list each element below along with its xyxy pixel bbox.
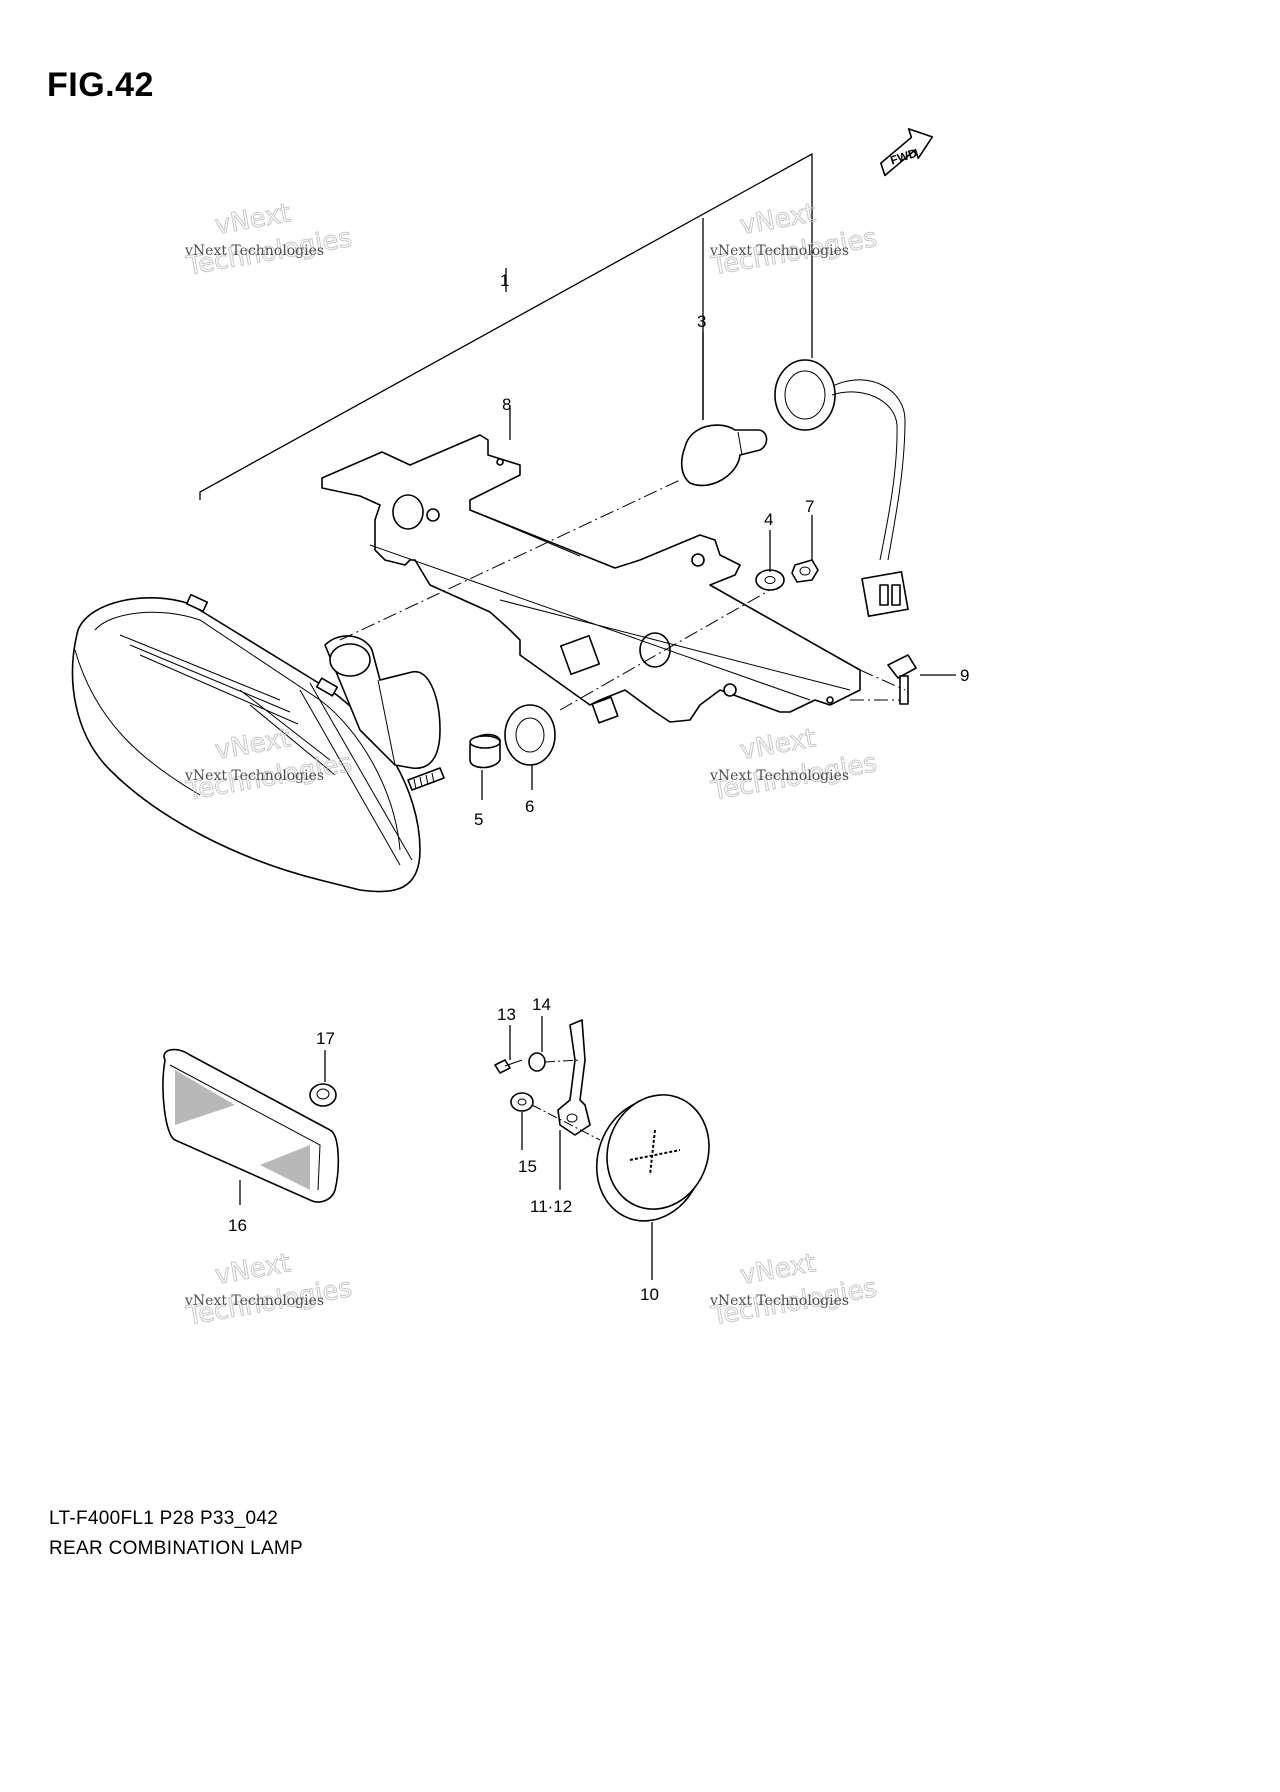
bolt-9 bbox=[887, 654, 917, 705]
callout-3: 3 bbox=[697, 312, 706, 331]
callout-15: 15 bbox=[518, 1157, 537, 1176]
nut-15 bbox=[510, 1092, 534, 1112]
callout-labels: 1 3 4 5 6 7 8 9 10 11·12 13 14 15 16 17 bbox=[228, 271, 969, 1304]
callout-6: 6 bbox=[525, 797, 534, 816]
callout-5: 5 bbox=[474, 810, 483, 829]
license-bracket-11-12 bbox=[557, 1019, 591, 1136]
svg-text:vNext Technologies: vNext Technologies bbox=[184, 243, 324, 259]
callout-9: 9 bbox=[960, 666, 969, 685]
callout-16: 16 bbox=[228, 1216, 247, 1235]
nut-17 bbox=[309, 1083, 337, 1107]
screw-13 bbox=[494, 1059, 523, 1074]
dashed-leaders bbox=[339, 479, 906, 711]
washer-4 bbox=[755, 569, 785, 591]
lower-dashed-leaders bbox=[531, 1059, 601, 1141]
callout-13: 13 bbox=[497, 1005, 516, 1024]
reflector-16 bbox=[162, 1048, 340, 1203]
callout-4: 4 bbox=[764, 510, 773, 529]
callout-14: 14 bbox=[532, 995, 551, 1014]
svg-text:vNext Technologies: vNext Technologies bbox=[709, 768, 849, 784]
callout-1: 1 bbox=[500, 271, 509, 290]
svg-text:vNext Technologies: vNext Technologies bbox=[184, 1293, 324, 1309]
model-code: LT-F400FL1 P28 P33_042 bbox=[49, 1508, 279, 1529]
figure-title: FIG.42 bbox=[47, 66, 154, 104]
callout-10: 10 bbox=[640, 1285, 659, 1304]
callout-7: 7 bbox=[805, 497, 814, 516]
sheet-title: REAR COMBINATION LAMP bbox=[49, 1538, 304, 1559]
nut-7 bbox=[791, 559, 819, 583]
lamp-bracket bbox=[321, 434, 861, 724]
bulb bbox=[680, 424, 768, 487]
license-lamp-10 bbox=[595, 1094, 710, 1222]
svg-text:vNext Technologies: vNext Technologies bbox=[184, 768, 324, 784]
nut-14 bbox=[528, 1052, 546, 1072]
tail-lamp-housing bbox=[71, 593, 445, 893]
callout-11-12: 11·12 bbox=[530, 1197, 572, 1216]
callout-leaders bbox=[239, 332, 956, 1280]
collar-5 bbox=[469, 733, 501, 769]
svg-text:vNext Technologies: vNext Technologies bbox=[709, 243, 849, 259]
socket-harness bbox=[774, 359, 909, 617]
fwd-label: FWD bbox=[889, 146, 920, 168]
grommet-6 bbox=[504, 704, 556, 766]
callout-17: 17 bbox=[316, 1029, 335, 1048]
callout-8: 8 bbox=[502, 395, 511, 414]
fwd-arrow-icon: FWD bbox=[880, 128, 934, 177]
svg-text:vNext Technologies: vNext Technologies bbox=[709, 1293, 849, 1309]
